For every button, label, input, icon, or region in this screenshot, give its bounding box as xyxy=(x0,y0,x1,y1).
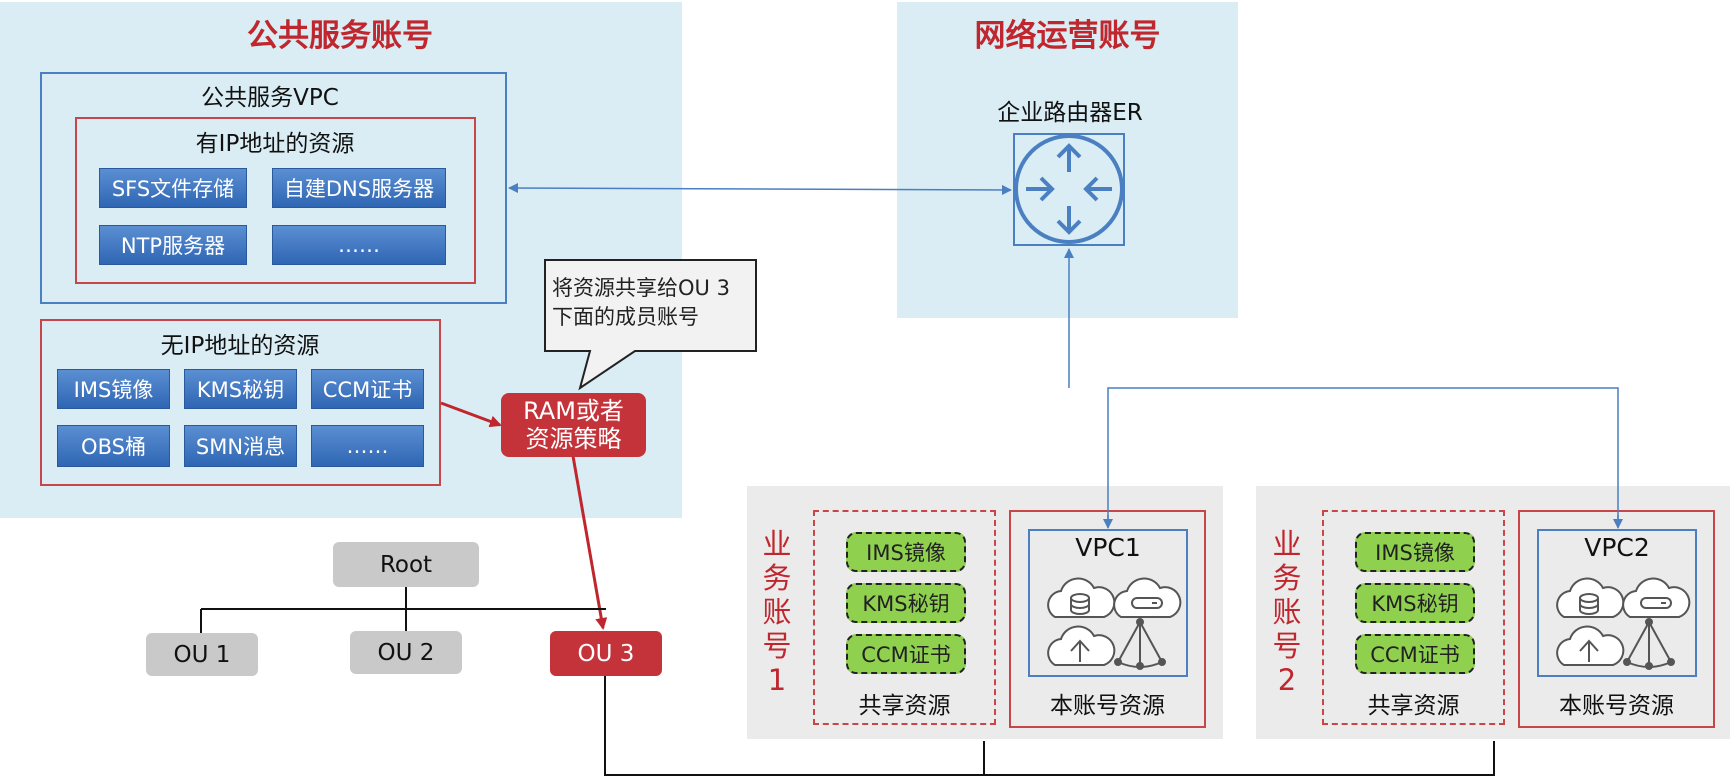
ram-policy-box: RAM或者 资源策略 xyxy=(501,393,646,457)
smn-message-tile: SMN消息 xyxy=(184,425,297,467)
sfs-storage-tile: SFS文件存储 xyxy=(99,168,247,208)
business-account-2-label-char: 务 xyxy=(1272,561,1302,595)
shared-resources-label-1: 共享资源 xyxy=(858,693,951,719)
vpc1-label: VPC1 xyxy=(1075,533,1141,562)
ccm-cert-tile: CCM证书 xyxy=(311,369,424,409)
callout-text: 将资源共享给OU 3 下面的成员账号 xyxy=(552,274,752,332)
vpc-er-link xyxy=(508,183,1012,195)
callout-line-1: 将资源共享给OU 3 xyxy=(552,276,730,300)
business-account-1-label-char: 号 xyxy=(762,629,792,663)
public-vpc-box xyxy=(40,72,507,304)
shared-ims-1: IMS镜像 xyxy=(846,532,966,572)
ip-resources-title: 有IP地址的资源 xyxy=(195,131,355,157)
kms-key-tile: KMS秘钥 xyxy=(184,369,297,409)
business-account-1-label-char: 业 xyxy=(762,527,792,561)
org-ou2-node: OU 2 xyxy=(350,631,462,674)
business-account-1-label-char: 账 xyxy=(762,595,792,629)
shared-kms-1: KMS秘钥 xyxy=(846,583,966,623)
obs-bucket-tile: OBS桶 xyxy=(57,425,170,467)
er-distribution-line xyxy=(1107,387,1619,527)
callout-line-2: 下面的成员账号 xyxy=(552,305,699,329)
vpc2-box xyxy=(1537,529,1697,677)
shared-ccm-1: CCM证书 xyxy=(846,634,966,674)
vpc1-box xyxy=(1028,529,1188,677)
vpc2-label: VPC2 xyxy=(1584,533,1650,562)
business-account-1-label-char: 务 xyxy=(762,561,792,595)
network-cone-icon xyxy=(1114,618,1166,670)
ims-image-tile: IMS镜像 xyxy=(57,369,170,409)
database-cloud-icon xyxy=(1047,577,1116,618)
network-account-title: 网络运营账号 xyxy=(974,18,1161,54)
non-ip-to-ram-arrow xyxy=(440,401,502,428)
shared-resources-box-1 xyxy=(813,510,996,725)
ip-more-tile: …… xyxy=(272,225,446,265)
ram-policy-line-2: 资源策略 xyxy=(525,425,622,453)
business-account-2-label-char: 业 xyxy=(1272,527,1302,561)
org-ou3-node: OU 3 xyxy=(550,631,662,676)
ip-resources-box xyxy=(75,117,476,284)
storage-cloud-icon xyxy=(1113,577,1182,618)
ram-policy-line-1: RAM或者 xyxy=(523,397,624,425)
own-resources-label-1: 本账号资源 xyxy=(1050,693,1165,719)
business-account-2-label-char: 号 xyxy=(1272,629,1302,663)
ram-to-ou3-arrow xyxy=(571,455,608,630)
upload-cloud-icon xyxy=(1047,625,1116,666)
non-ip-more-tile: …… xyxy=(311,425,424,467)
business-account-2-label-char: 账 xyxy=(1272,595,1302,629)
shared-kms-2: KMS秘钥 xyxy=(1355,583,1475,623)
ntp-server-tile: NTP服务器 xyxy=(99,225,247,265)
shared-ims-2: IMS镜像 xyxy=(1355,532,1475,572)
non-ip-resources-title: 无IP地址的资源 xyxy=(160,333,320,359)
dns-server-tile: 自建DNS服务器 xyxy=(272,168,446,208)
network-cone-icon xyxy=(1623,618,1675,670)
database-cloud-icon xyxy=(1556,577,1625,618)
business-account-2-label-char: 2 xyxy=(1277,663,1297,697)
business-account-1-label-char: 1 xyxy=(767,663,787,697)
own-resources-box-2 xyxy=(1518,510,1715,728)
org-ou1-node: OU 1 xyxy=(146,633,258,676)
router-icon xyxy=(1014,134,1124,244)
router-label: 企业路由器ER xyxy=(997,100,1143,126)
upload-cloud-icon xyxy=(1556,625,1625,666)
non-ip-resources-box xyxy=(40,319,441,486)
shared-resources-label-2: 共享资源 xyxy=(1367,693,1460,719)
shared-resources-box-2 xyxy=(1322,510,1505,725)
shared-ccm-2: CCM证书 xyxy=(1355,634,1475,674)
callout-bubble xyxy=(544,259,757,391)
own-resources-label-2: 本账号资源 xyxy=(1559,693,1674,719)
ou3-to-accounts-line xyxy=(604,676,1495,776)
public-account-title: 公共服务账号 xyxy=(247,18,433,54)
storage-cloud-icon xyxy=(1622,577,1691,618)
org-root-node: Root xyxy=(333,542,479,587)
public-vpc-title: 公共服务VPC xyxy=(201,85,339,111)
